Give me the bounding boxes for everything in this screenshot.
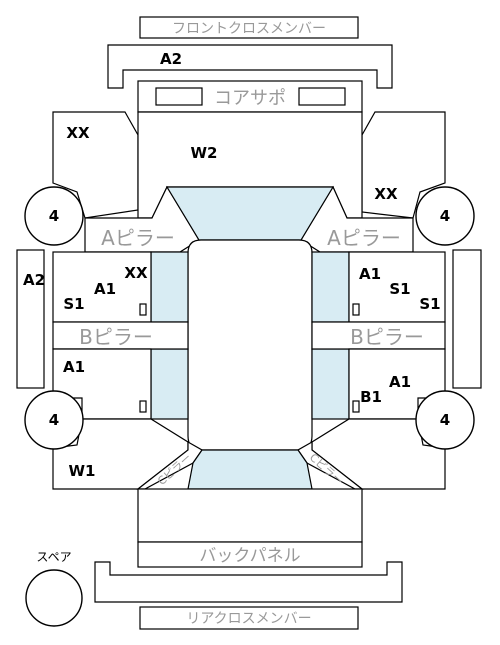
front-door-left[interactable]: XX A1 S1 [52, 251, 152, 323]
front-door-right-mark-s1-inner: S1 [389, 280, 410, 298]
side-sill-left-mark: A2 [23, 271, 45, 289]
front-door-left-glass[interactable] [150, 251, 189, 323]
a-pillar-right-label: Aピラー [327, 226, 401, 250]
rear-door-right-mark-b1: B1 [360, 388, 382, 406]
front-door-left-mark-s1: S1 [63, 295, 84, 313]
wheel-front-left[interactable]: 4 [24, 186, 84, 246]
front-door-right-mark-a1: A1 [359, 265, 381, 283]
back-panel[interactable]: バックパネル [137, 541, 363, 568]
rear-door-left-mark-a1: A1 [63, 358, 85, 376]
front-cross-member-label: フロントクロスメンバー [172, 21, 326, 37]
front-cross-member[interactable]: フロントクロスメンバー [139, 16, 359, 39]
wheel-rear-right-mark: 4 [440, 411, 450, 429]
rear-fender-left[interactable]: W1 [52, 418, 189, 490]
front-door-left-mark-a1: A1 [94, 280, 116, 298]
trunk-lid[interactable] [137, 488, 363, 543]
roof[interactable] [187, 239, 313, 451]
side-sill-right[interactable] [452, 249, 482, 389]
wheel-rear-left[interactable]: 4 [24, 390, 84, 450]
rear-window[interactable] [187, 449, 313, 490]
rear-cross-member-label: リアクロスメンバー [186, 611, 311, 627]
a-pillar-left-label: Aピラー [101, 226, 175, 250]
back-panel-label: バックパネル [199, 546, 300, 566]
b-pillar-left[interactable]: Bピラー [52, 321, 189, 350]
wheel-front-left-mark: 4 [49, 207, 59, 225]
fender-left[interactable]: XX [52, 111, 139, 219]
side-sill-left[interactable]: A2 [16, 249, 45, 389]
rear-cross-member[interactable]: リアクロスメンバー [139, 606, 359, 630]
front-door-left-handle [139, 303, 147, 316]
front-door-right[interactable]: A1 S1 S1 [348, 251, 446, 323]
rear-door-right-handle [352, 400, 360, 413]
b-pillar-left-label: Bピラー [79, 325, 153, 349]
rear-fender-left-mark: W1 [69, 462, 96, 480]
fender-left-mark: XX [66, 124, 90, 142]
front-door-right-handle [352, 303, 360, 316]
spare-tire-circle [25, 569, 83, 627]
wheel-front-right-mark: 4 [440, 207, 450, 225]
wheel-rear-right[interactable]: 4 [415, 390, 475, 450]
front-door-right-mark-s1-outer: S1 [419, 295, 440, 313]
rear-door-left-glass[interactable] [150, 348, 189, 420]
wheel-front-right[interactable]: 4 [415, 186, 475, 246]
rear-bumper[interactable] [94, 561, 403, 603]
spare-tire-label: スペア [36, 550, 71, 564]
wheel-rear-left-mark: 4 [49, 411, 59, 429]
b-pillar-right-label: Bピラー [350, 325, 424, 349]
fender-right-mark: XX [374, 185, 398, 203]
rear-door-left-handle [139, 400, 147, 413]
front-bumper[interactable]: A2 [107, 44, 393, 89]
front-bumper-mark: A2 [160, 50, 182, 68]
front-door-left-mark-xx: XX [124, 264, 148, 282]
core-support[interactable]: コアサポ [137, 80, 363, 113]
core-support-label: コアサポ [214, 88, 286, 109]
spare-tire[interactable]: スペア [25, 550, 83, 627]
rear-door-right-glass[interactable] [311, 348, 350, 420]
rear-door-right-mark-a1: A1 [389, 373, 411, 391]
hood-mark: W2 [191, 144, 218, 162]
front-door-right-glass[interactable] [311, 251, 350, 323]
b-pillar-right[interactable]: Bピラー [311, 321, 446, 350]
